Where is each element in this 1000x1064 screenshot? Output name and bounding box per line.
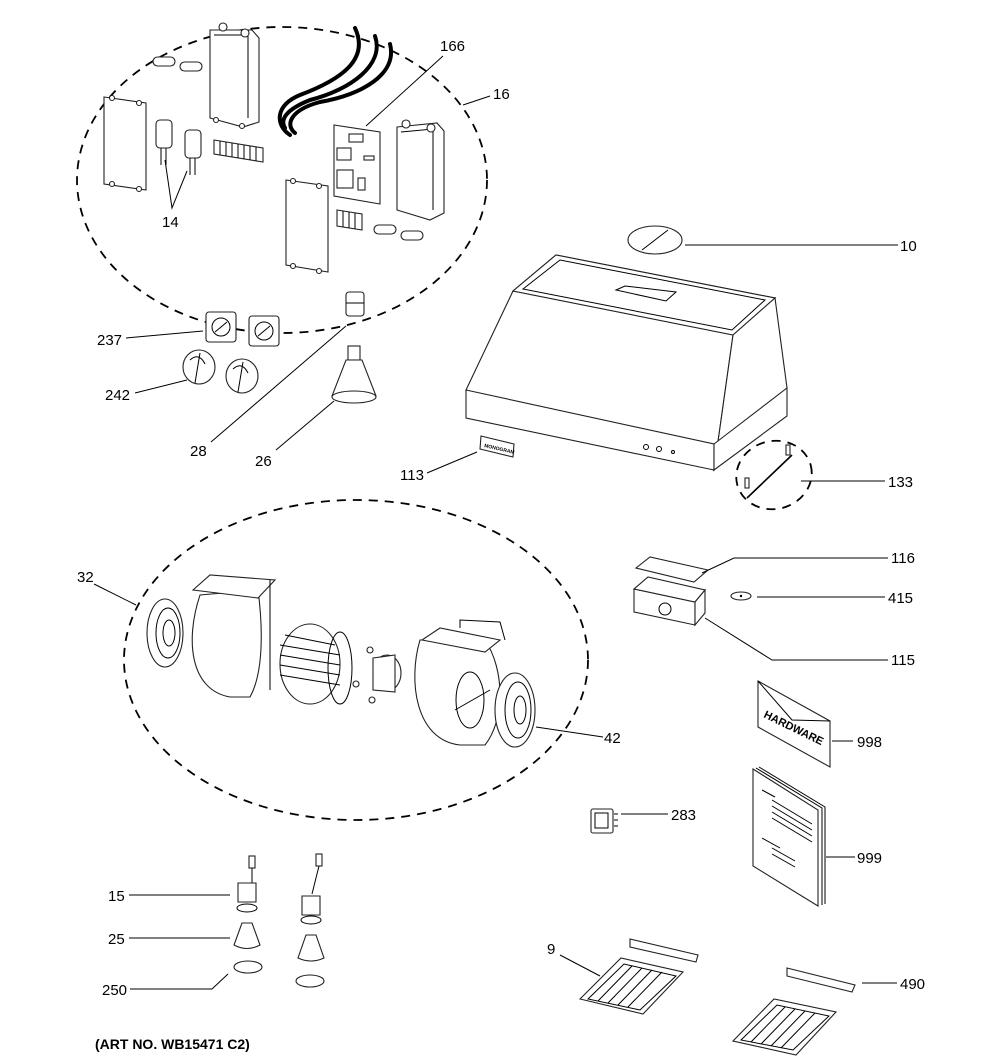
callout-415: 415 xyxy=(888,590,913,607)
group-outline-133 xyxy=(735,439,813,511)
monogram-nameplate-part: MONOGRAM xyxy=(479,435,515,458)
mounting-bracket-part xyxy=(209,22,260,130)
callout-133: 133 xyxy=(888,474,913,491)
motor-part xyxy=(352,646,402,704)
art-number: (ART NO. WB15471 C2) xyxy=(95,1036,250,1052)
callout-116: 116 xyxy=(891,550,915,567)
grease-filter-part xyxy=(578,957,838,1056)
knob-part xyxy=(182,349,259,394)
callout-16: 16 xyxy=(493,86,510,103)
damper-part xyxy=(627,225,683,255)
callout-490: 490 xyxy=(900,976,925,993)
light-socket-part xyxy=(236,853,323,925)
wire-harness-part xyxy=(277,26,394,137)
callout-15: 15 xyxy=(108,888,125,905)
retaining-ring-part xyxy=(233,960,325,988)
halogen-bulb-part xyxy=(233,922,325,962)
group-outline-32 xyxy=(123,499,589,821)
callout-42: 42 xyxy=(604,730,621,747)
junction-box-part xyxy=(632,576,706,627)
callout-250: 250 xyxy=(102,982,127,999)
rocker-switch-part xyxy=(590,808,618,834)
group-outline-16 xyxy=(76,26,488,334)
manual-part xyxy=(752,766,826,907)
filter-rail-part xyxy=(629,938,856,993)
cover-plate-part xyxy=(285,177,329,275)
callout-28: 28 xyxy=(190,443,207,460)
spacer-part xyxy=(152,56,203,72)
cover-plate-part xyxy=(103,94,147,193)
terminal-block-part xyxy=(213,139,264,163)
control-board-part xyxy=(333,124,381,205)
rod-part xyxy=(744,444,793,499)
range-hood-body xyxy=(465,254,788,472)
hardware-envelope-part: HARDWARE xyxy=(757,680,831,768)
rotary-switch-part xyxy=(205,311,280,347)
callout-9: 9 xyxy=(547,941,555,958)
callout-283: 283 xyxy=(671,807,696,824)
blower-housing-left-part xyxy=(191,574,277,698)
leader-lines xyxy=(93,55,898,990)
callout-115: 115 xyxy=(891,652,915,669)
blower-housing-right-part xyxy=(414,619,506,746)
capacitor-part xyxy=(155,119,202,175)
callout-237: 237 xyxy=(97,332,122,349)
blower-wheel-part xyxy=(279,623,353,705)
blower-grille-right-part xyxy=(494,672,536,748)
callout-999: 999 xyxy=(857,850,882,867)
callout-10: 10 xyxy=(900,238,917,255)
callout-998: 998 xyxy=(857,734,882,751)
blower-grille-left-part xyxy=(146,598,184,668)
lamp-socket-part xyxy=(345,291,365,317)
callout-32: 32 xyxy=(77,569,94,586)
callout-242: 242 xyxy=(105,387,130,404)
callout-14: 14 xyxy=(162,214,179,231)
terminal-block-part xyxy=(336,209,424,241)
lamp-bulb-part xyxy=(331,345,377,404)
callout-26: 26 xyxy=(255,453,272,470)
grommet-part xyxy=(730,591,752,601)
callout-25: 25 xyxy=(108,931,125,948)
callout-166: 166 xyxy=(440,38,465,55)
mounting-bracket-part xyxy=(396,119,445,221)
callout-113: 113 xyxy=(400,467,424,484)
